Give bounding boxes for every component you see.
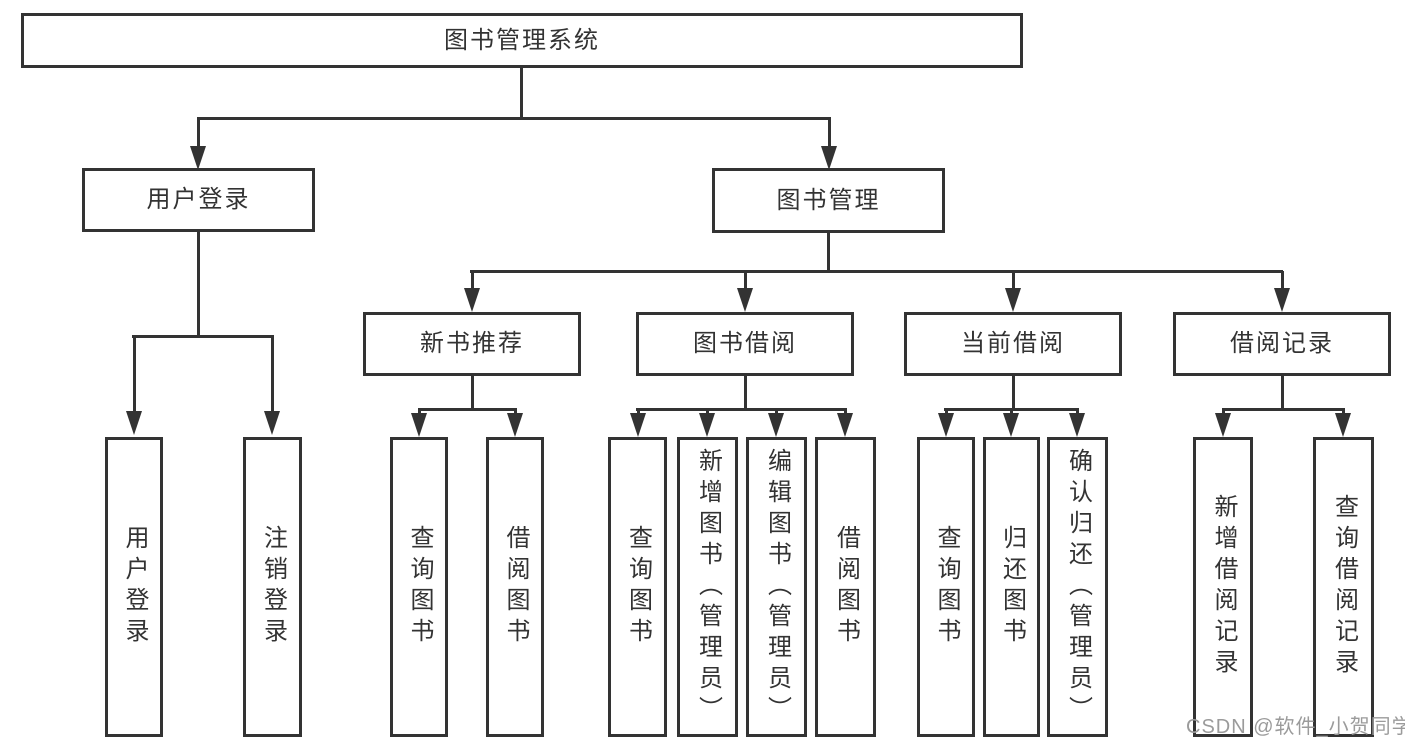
node-label: 用户登录: [121, 525, 148, 649]
node-label: 图书借阅: [693, 330, 797, 357]
arrowhead-down-icon: [699, 413, 715, 437]
node-leaf-query-borrow-record: 查询借阅记录: [1313, 437, 1374, 737]
connector-vline: [744, 374, 747, 410]
node-leaf-query-books-borrowing: 查询图书: [608, 437, 667, 737]
csdn-watermark: CSDN @软件_小贺同学: [1186, 716, 1405, 738]
connector-hline: [197, 117, 831, 120]
connector-vline: [1342, 408, 1345, 417]
connector-vline: [1010, 408, 1013, 417]
node-label: 新增图书（管理员）: [694, 447, 722, 727]
node-label: 图书管理: [776, 186, 881, 214]
connector-vline: [744, 271, 747, 290]
arrowhead-down-icon: [1069, 413, 1085, 437]
connector-vline: [775, 408, 778, 417]
node-leaf-borrow-books-recommend: 借阅图书: [486, 437, 544, 737]
connector-vline: [1012, 271, 1015, 290]
node-leaf-borrow-books-borrowing: 借阅图书: [815, 437, 876, 737]
node-leaf-query-books-recommend: 查询图书: [390, 437, 448, 737]
node-label: 查询借阅记录: [1330, 494, 1358, 680]
connector-vline: [197, 230, 200, 337]
connector-vline: [1012, 374, 1015, 410]
connector-vline: [520, 66, 523, 119]
connector-vline: [197, 117, 200, 148]
arrowhead-down-icon: [411, 413, 427, 437]
connector-vline: [844, 408, 847, 417]
arrowhead-down-icon: [507, 413, 523, 437]
connector-vline: [471, 271, 474, 290]
connector-vline: [637, 408, 640, 417]
arrowhead-down-icon: [1335, 413, 1351, 437]
node-leaf-add-books-admin: 新增图书（管理员）: [677, 437, 738, 737]
node-label: 注销登录: [259, 525, 287, 649]
connector-vline: [1281, 271, 1284, 290]
connector-vline: [1076, 408, 1079, 417]
arrowhead-down-icon: [464, 288, 480, 312]
arrowhead-down-icon: [630, 413, 646, 437]
arrowhead-down-icon: [126, 411, 142, 435]
node-label: 归还图书: [998, 525, 1026, 649]
connector-vline: [1222, 408, 1225, 417]
node-label: 借阅图书: [502, 525, 529, 649]
node-label: 确认归还（管理员）: [1064, 447, 1092, 727]
node-leaf-add-borrow-record: 新增借阅记录: [1193, 437, 1253, 737]
node-new-book-recommend: 新书推荐: [363, 312, 581, 376]
node-label: 借阅记录: [1230, 330, 1334, 357]
connector-vline: [706, 408, 709, 417]
node-leaf-query-books-current: 查询图书: [917, 437, 975, 737]
node-label: 查询图书: [933, 525, 960, 649]
connector-vline: [514, 408, 517, 417]
node-label: 查询图书: [406, 525, 433, 649]
connector-vline: [271, 335, 274, 413]
node-label: 新增借阅记录: [1210, 494, 1237, 680]
arrowhead-down-icon: [1274, 288, 1290, 312]
connector-vline: [133, 335, 136, 413]
arrowhead-down-icon: [837, 413, 853, 437]
connector-vline: [827, 231, 830, 272]
arrowhead-down-icon: [938, 413, 954, 437]
arrowhead-down-icon: [768, 413, 784, 437]
node-leaf-confirm-return-admin: 确认归还（管理员）: [1047, 437, 1108, 737]
node-user-login: 用户登录: [82, 168, 315, 232]
connector-hline: [470, 270, 1283, 273]
node-leaf-user-login: 用户登录: [105, 437, 163, 737]
connector-vline: [418, 408, 421, 417]
node-borrowing-records: 借阅记录: [1173, 312, 1391, 376]
arrowhead-down-icon: [1005, 288, 1021, 312]
arrowhead-down-icon: [264, 411, 280, 435]
connector-hline: [132, 335, 273, 338]
connector-hline: [418, 408, 517, 411]
node-root: 图书管理系统: [21, 13, 1023, 68]
node-label: 借阅图书: [832, 525, 860, 649]
arrowhead-down-icon: [737, 288, 753, 312]
node-label: 当前借阅: [961, 330, 1065, 357]
arrowhead-down-icon: [1003, 413, 1019, 437]
node-label: 编辑图书（管理员）: [763, 447, 791, 727]
node-label: 查询图书: [624, 525, 652, 649]
arrowhead-down-icon: [190, 146, 206, 170]
node-book-borrowing: 图书借阅: [636, 312, 854, 376]
connector-hline: [636, 408, 847, 411]
node-current-borrowing: 当前借阅: [904, 312, 1122, 376]
connector-vline: [945, 408, 948, 417]
node-leaf-return-books: 归还图书: [983, 437, 1040, 737]
arrowhead-down-icon: [1215, 413, 1231, 437]
node-label: 图书管理系统: [444, 26, 600, 54]
node-book-management: 图书管理: [712, 168, 945, 233]
node-leaf-logout: 注销登录: [243, 437, 302, 737]
connector-vline: [471, 374, 474, 410]
node-leaf-edit-books-admin: 编辑图书（管理员）: [746, 437, 807, 737]
node-label: 用户登录: [146, 186, 251, 213]
connector-vline: [828, 117, 831, 148]
arrowhead-down-icon: [821, 146, 837, 170]
connector-vline: [1281, 374, 1284, 410]
node-label: 新书推荐: [420, 330, 524, 357]
